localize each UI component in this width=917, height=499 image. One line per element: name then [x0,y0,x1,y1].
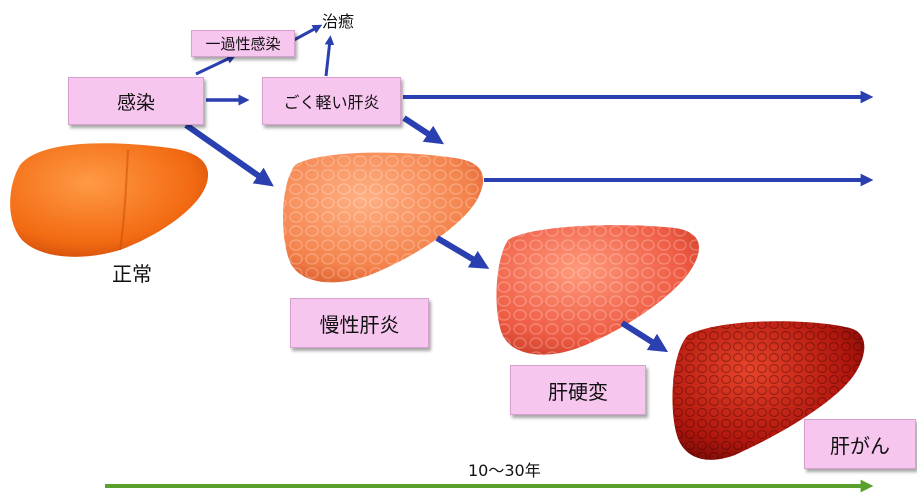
liver-cancer-box: 肝がん [804,419,916,469]
mild-hepatitis-box: ごく軽い肝炎 [262,77,401,125]
cure-label: 治癒 [322,12,355,31]
mild-hepatitis-label: ごく軽い肝炎 [283,93,380,112]
chronic-hepatitis-box: 慢性肝炎 [290,298,429,348]
chronic-hepatitis-label: 慢性肝炎 [319,312,400,337]
liver-chronic-illustration [283,152,484,283]
infection-box: 感染 [68,77,204,125]
infection-label: 感染 [116,91,155,114]
arrow-mild-to-cure [324,35,335,77]
timeline-label: 10〜30年 [468,461,541,480]
arrow-mild-to-chronic [402,115,445,145]
transient-infection-box: 一過性感染 [191,30,295,57]
cirrhosis-box: 肝硬変 [510,365,646,415]
arrow-infection-to-chronic [184,122,274,187]
progression-arrows [184,24,874,353]
liver-normal-illustration [10,143,209,257]
arrow-infection-to-transient [195,54,237,76]
normal-label: 正常 [112,262,152,286]
arrow-transient-to-cure [293,24,323,42]
arrow-chronic-to-cirrhosis [435,235,490,269]
liver-cancer-label: 肝がん [830,433,890,458]
arrow-cirrhosis-to-cancer [620,320,669,353]
transient-infection-label: 一過性感染 [205,35,281,53]
liver-cirrhosis-illustration [496,225,700,355]
liver-cancer-illustration [672,321,865,460]
cirrhosis-label: 肝硬変 [548,379,608,404]
